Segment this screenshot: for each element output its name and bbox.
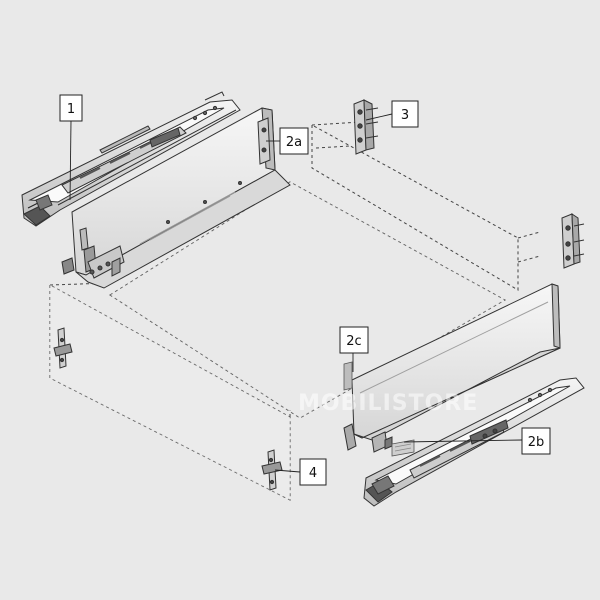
front-fixing-bracket-top bbox=[53, 327, 73, 369]
callout-1: 1 bbox=[59, 94, 83, 122]
insert-2c bbox=[343, 361, 353, 391]
rear-bracket-right bbox=[561, 213, 585, 269]
watermark-text: MOBILISTORE bbox=[298, 391, 478, 416]
right-drawer-side bbox=[343, 283, 561, 453]
drawer-bottom bbox=[110, 182, 505, 418]
callout-label-1: 1 bbox=[67, 102, 75, 117]
right-runner-rail bbox=[363, 377, 585, 507]
leader-lines bbox=[69, 113, 523, 473]
left-runner-rail bbox=[21, 91, 241, 227]
callout-2a: 2a bbox=[279, 127, 309, 155]
insert-2b bbox=[391, 439, 415, 457]
callout-3: 3 bbox=[391, 100, 419, 128]
front-fixing-bracket-bottom bbox=[261, 449, 283, 491]
callout-label-3: 3 bbox=[401, 108, 409, 123]
rear-bracket-left bbox=[353, 99, 379, 155]
callout-4: 4 bbox=[299, 458, 327, 486]
callout-label-2c: 2c bbox=[346, 334, 361, 349]
callout-2c: 2c bbox=[339, 326, 369, 354]
callout-label-4: 4 bbox=[309, 466, 317, 481]
left-drawer-side bbox=[61, 107, 291, 289]
callout-label-2a: 2a bbox=[286, 135, 302, 150]
callout-2b: 2b bbox=[521, 427, 551, 455]
front-panel bbox=[50, 285, 290, 500]
callout-label-2b: 2b bbox=[528, 435, 545, 450]
